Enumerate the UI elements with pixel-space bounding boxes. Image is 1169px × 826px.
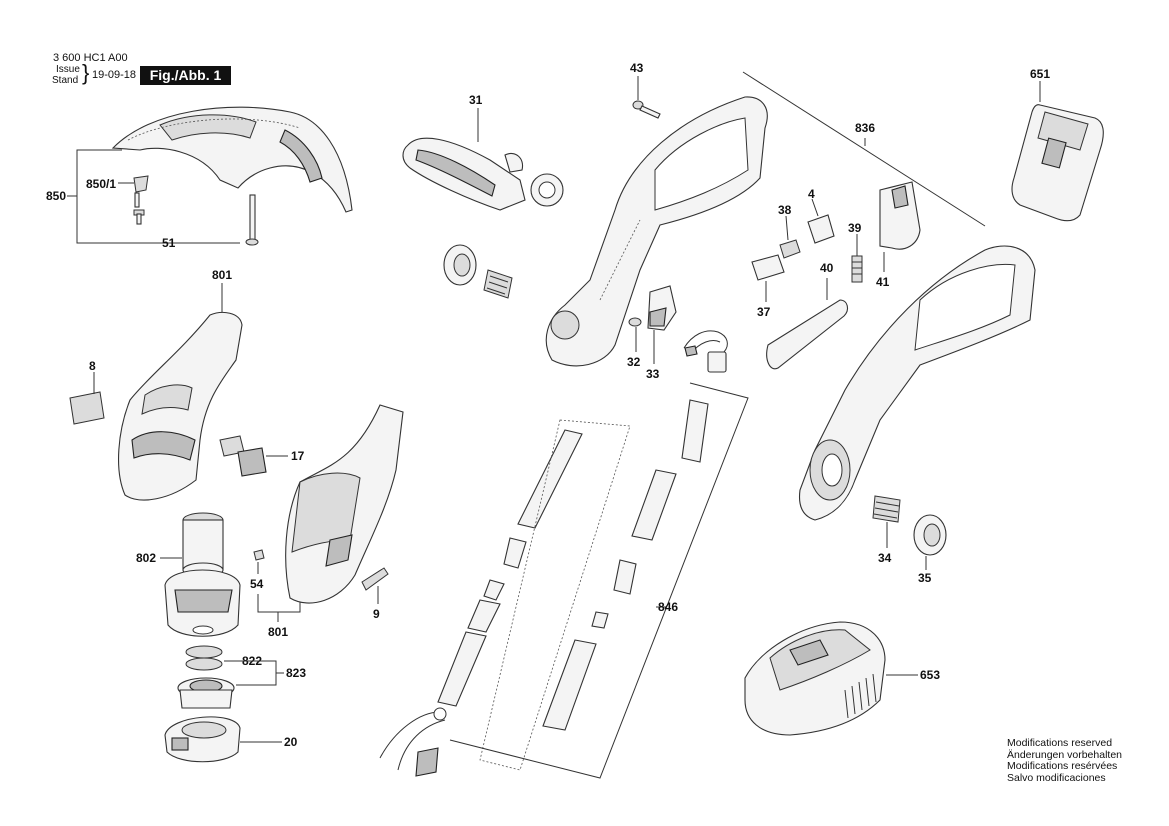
- figure-label: Fig./Abb. 1: [140, 66, 231, 85]
- housing-right-half: [798, 245, 1036, 521]
- guard-clip: [133, 175, 149, 208]
- connector-33: [647, 285, 677, 331]
- label-801-bottom: 801: [268, 625, 288, 639]
- callout-850-bracket: [67, 149, 240, 244]
- note-en: Modifications reserved: [1007, 737, 1113, 749]
- housing-left-half: [545, 96, 768, 367]
- callout-836-bracket: [742, 71, 986, 227]
- label-41: 41: [876, 275, 890, 289]
- label-51: 51: [162, 236, 176, 250]
- note-es: Salvo modificaciones: [1007, 771, 1106, 784]
- wire-connector: [683, 330, 728, 373]
- label-4: 4: [808, 187, 815, 201]
- guard-cover: [111, 106, 353, 213]
- spring-34: [872, 495, 901, 523]
- spring-38: [779, 239, 801, 259]
- label-38: 38: [778, 203, 792, 217]
- label-33: 33: [646, 367, 660, 381]
- brace-glyph: }: [82, 60, 90, 85]
- label-39: 39: [848, 221, 862, 235]
- battery-pack: [1011, 104, 1104, 222]
- label-32: 32: [627, 355, 641, 369]
- label-850-1: 850/1: [86, 177, 116, 191]
- label-35: 35: [918, 571, 932, 585]
- slider-37: [751, 254, 785, 281]
- label-17: 17: [291, 449, 305, 463]
- label-43: 43: [630, 61, 644, 75]
- part-number: 3 600 HC1 A00: [53, 52, 128, 64]
- switch-module-41: [879, 181, 921, 250]
- label-9: 9: [373, 607, 380, 621]
- callout-801-bottom-bracket: [257, 594, 301, 613]
- label-strip-9: [361, 567, 389, 591]
- label-836: 836: [855, 121, 875, 135]
- label-8: 8: [89, 359, 96, 373]
- spring-left: [483, 269, 513, 299]
- spool-823: [177, 677, 235, 709]
- lever-40: [766, 299, 849, 370]
- stand-label: Stand: [52, 75, 79, 86]
- footer-notes: Modifications reserved Änderungen vorbeh…: [1007, 737, 1123, 784]
- nut-54: [253, 549, 265, 561]
- dampers-17: [219, 435, 267, 477]
- switch-part-4: [807, 214, 835, 244]
- charger-653: [744, 621, 886, 736]
- knob-35: [913, 514, 947, 556]
- label-37: 37: [757, 305, 771, 319]
- screw-43: [632, 100, 661, 119]
- guard-screw-short: [133, 209, 145, 225]
- label-31: 31: [469, 93, 483, 107]
- label-54: 54: [250, 577, 264, 591]
- issue-label: Issue: [56, 64, 80, 75]
- label-802: 802: [136, 551, 156, 565]
- auxiliary-handle: [402, 137, 564, 211]
- label-34: 34: [878, 551, 892, 565]
- label-850: 850: [46, 189, 66, 203]
- spring-822: [185, 645, 223, 671]
- label-40: 40: [820, 261, 834, 275]
- tube-clamp-dotted-outline: [479, 419, 631, 771]
- label-801-top: 801: [212, 268, 232, 282]
- label-653: 653: [920, 668, 940, 682]
- motor-housing-half: [118, 311, 243, 501]
- label-sticker-8: [69, 391, 105, 425]
- spring-39: [851, 255, 863, 283]
- label-20: 20: [284, 735, 298, 749]
- pin-32: [628, 317, 642, 327]
- tube-segments: [437, 399, 709, 731]
- note-fr: Modifications resérvées: [1007, 760, 1118, 772]
- issue-date: 19-09-18: [92, 69, 137, 81]
- motor-cover: [285, 404, 404, 604]
- note-de: Änderungen vorbehalten: [1007, 748, 1123, 761]
- label-651: 651: [1030, 67, 1050, 81]
- label-846: 846: [658, 600, 678, 614]
- label-823: 823: [286, 666, 306, 680]
- callout-846-bracket: [449, 382, 749, 779]
- motor-802: [164, 512, 241, 637]
- terminal-plug: [379, 707, 447, 777]
- spool-cap-20: [164, 716, 241, 763]
- knob-left: [443, 244, 477, 286]
- guard-screw-long: [245, 194, 259, 246]
